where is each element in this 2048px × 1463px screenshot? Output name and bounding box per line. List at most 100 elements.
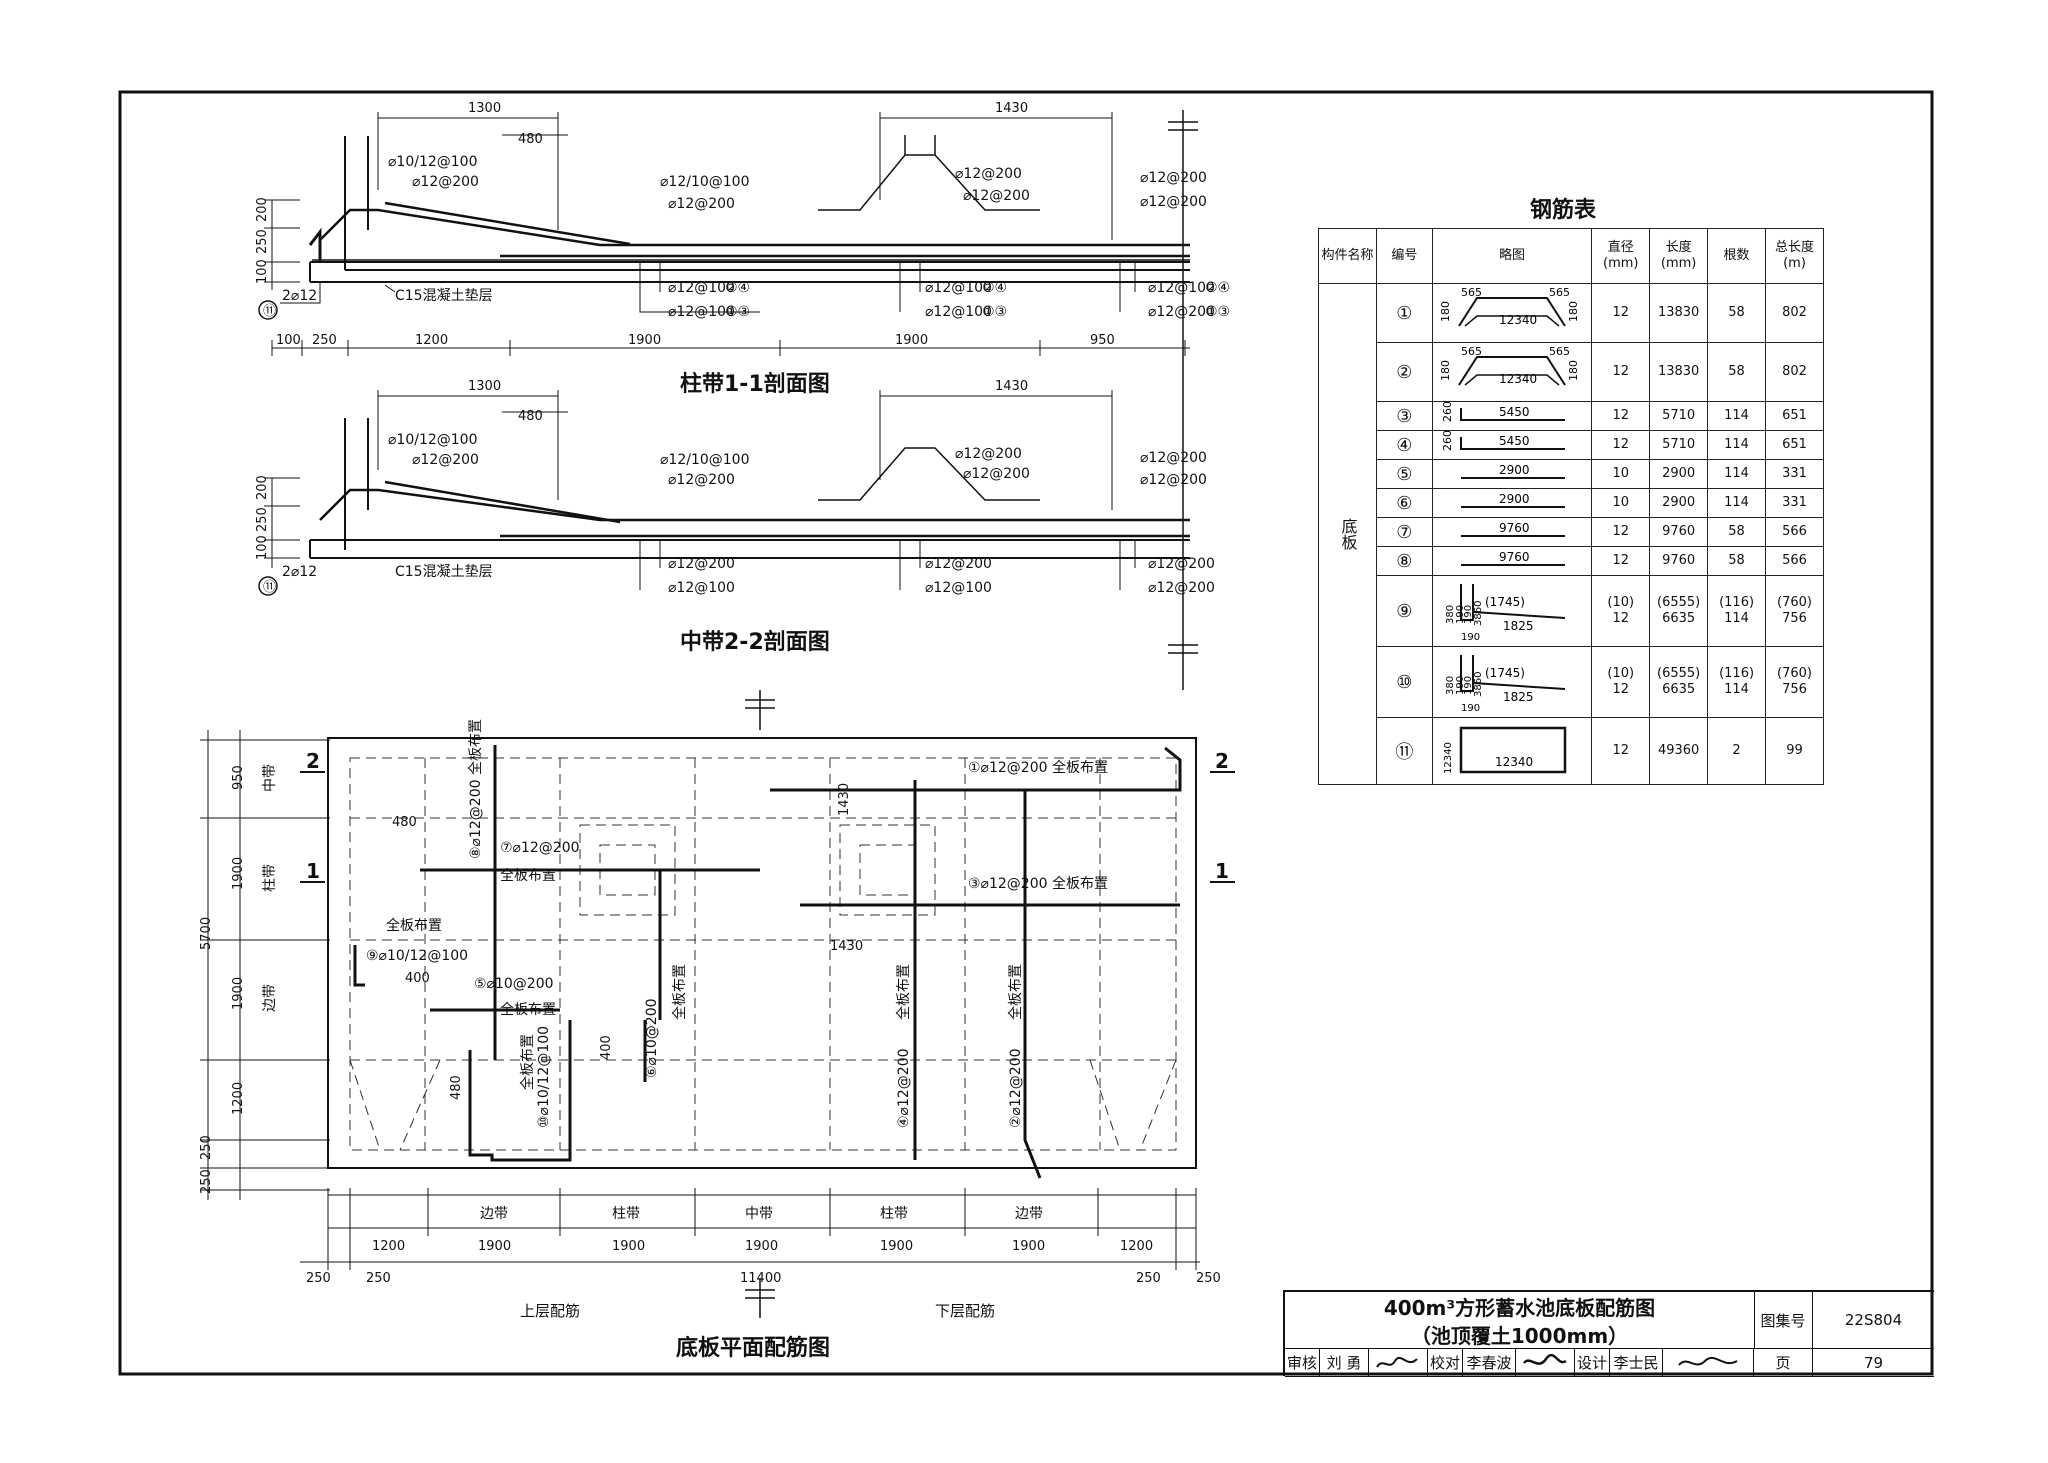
sketch-label: 190 (1463, 676, 1474, 695)
review-label: 审核 (1285, 1349, 1320, 1377)
sketch-label: 5450 (1499, 405, 1530, 419)
plan-drawing: 2 1 1 2 950 1900 1900 1200 250 250 5700 … (199, 690, 1235, 1318)
svg-text:⑨⌀10/12@100: ⑨⌀10/12@100 (366, 948, 468, 964)
svg-text:950: 950 (231, 765, 246, 790)
rebar-total: 802 (1765, 283, 1824, 343)
plan-title: 底板平面配筋图 (676, 1336, 831, 1361)
rebar-count: 58 (1707, 283, 1767, 343)
rebar-dia: 10 (1591, 488, 1651, 518)
sketch-label: 1825 (1503, 690, 1534, 704)
designer-signature (1663, 1349, 1754, 1377)
svg-text:⌀12@200: ⌀12@200 (668, 472, 735, 488)
rebar-dia: 12 (1591, 342, 1651, 402)
s2-dim-1430: 1430 (995, 379, 1028, 394)
rebar-count: 114 (1707, 401, 1767, 431)
sketch-label: 180 (1567, 301, 1580, 322)
rebar-len: 13830 (1649, 283, 1709, 343)
sketch-label: 12340 (1495, 755, 1533, 769)
svg-text:400: 400 (405, 971, 430, 986)
svg-text:⑩⌀10/12@100: ⑩⌀10/12@100 (536, 1026, 552, 1128)
th-dia: 直径(mm) (1591, 228, 1651, 284)
rebar-count: 114 (1707, 488, 1767, 518)
svg-text:1900: 1900 (628, 333, 661, 348)
rebar-count: 2 (1707, 717, 1767, 785)
svg-text:⌀12@200: ⌀12@200 (1148, 556, 1215, 572)
svg-text:250: 250 (255, 507, 270, 532)
rebar-sketch: 9760 (1431, 517, 1593, 547)
svg-text:⑦⌀12@200: ⑦⌀12@200 (500, 840, 580, 856)
checker: 李春波 (1463, 1349, 1516, 1377)
s1-dim-200: 200 (255, 197, 270, 222)
sketch-label: 3860 (1473, 601, 1484, 626)
sketch-label: 1825 (1503, 619, 1534, 633)
sketch-label: 565 (1461, 286, 1482, 299)
svg-text:1: 1 (1215, 859, 1229, 883)
sketch-label: 380 (1445, 676, 1456, 695)
svg-text:①⌀12@200 全板布置: ①⌀12@200 全板布置 (968, 759, 1108, 776)
rebar-no: ① (1375, 283, 1433, 343)
s1-cb-1: ⌀12@100 (668, 280, 735, 296)
svg-text:边带: 边带 (1015, 1206, 1043, 1222)
section-2-title: 中带2-2剖面图 (680, 630, 830, 655)
svg-text:⑧⌀12@200 全板布置: ⑧⌀12@200 全板布置 (467, 719, 484, 859)
svg-text:⌀10/12@100: ⌀10/12@100 (388, 432, 478, 448)
sketch-label: 12340 (1443, 742, 1454, 774)
s2-cushion: C15混凝土垫层 (395, 564, 493, 580)
svg-text:200: 200 (255, 475, 270, 500)
s1-cb-4: ⌀12@100 (925, 304, 992, 320)
rebar-dia: 12 (1591, 283, 1651, 343)
sketch-label: 2900 (1499, 492, 1530, 506)
svg-text:1900: 1900 (1012, 1239, 1045, 1254)
svg-text:④⌀12@200: ④⌀12@200 (896, 1048, 912, 1128)
section-1-title: 柱带1-1剖面图 (680, 372, 830, 397)
svg-text:全板布置: 全板布置 (519, 1034, 536, 1090)
svg-text:250: 250 (1196, 1271, 1221, 1286)
sketch-label: 260 (1441, 402, 1454, 422)
svg-text:边带: 边带 (262, 984, 278, 1012)
rebar-total: 331 (1765, 459, 1824, 489)
atlas-label: 图集号 (1754, 1292, 1813, 1349)
svg-text:250: 250 (199, 1169, 214, 1194)
svg-text:⌀12@200: ⌀12@200 (955, 446, 1022, 462)
rebar-table-title: 钢筋表 (1530, 198, 1597, 223)
rebar-len: 2900 (1649, 488, 1709, 518)
sketch-label: 565 (1549, 345, 1570, 358)
rebar-no: ⑤ (1375, 459, 1433, 489)
rebar-total: 651 (1765, 430, 1824, 460)
svg-text:②⌀12@200: ②⌀12@200 (1008, 1048, 1024, 1128)
drawing-frame (118, 90, 1934, 1376)
s2-bar-11: 2⌀12 (282, 564, 317, 580)
svg-text:950: 950 (1090, 333, 1115, 348)
sketch-label: (1745) (1485, 595, 1525, 609)
svg-text:1900: 1900 (612, 1239, 645, 1254)
s1-bar-11: 2⌀12 (282, 288, 317, 304)
svg-text:100: 100 (276, 333, 301, 348)
rebar-len: 2900 (1649, 459, 1709, 489)
rebar-sketch: 12340 12340 (1431, 717, 1593, 785)
svg-text:中带: 中带 (262, 764, 278, 792)
svg-text:中带: 中带 (745, 1206, 773, 1222)
svg-text:250: 250 (199, 1135, 214, 1160)
svg-text:1900: 1900 (478, 1239, 511, 1254)
svg-text:⌀12@200: ⌀12@200 (963, 466, 1030, 482)
rebar-table-header: 构件名称 编号 略图 直径(mm) 长度(mm) 根数 总长度(m) (1318, 228, 1824, 284)
sketch-label: 260 (1441, 431, 1454, 451)
rebar-total: 566 (1765, 546, 1824, 576)
sketch-label: 190 (1455, 676, 1466, 695)
sketch-label: 190 (1461, 703, 1480, 713)
title-block-title: 400m³方形蓄水池底板配筋图 （池顶覆土1000mm） (1285, 1292, 1755, 1349)
rebar-len: 9760 (1649, 546, 1709, 576)
rebar-count: (116) 114 (1707, 646, 1767, 718)
rebar-total: (760) 756 (1765, 575, 1824, 647)
